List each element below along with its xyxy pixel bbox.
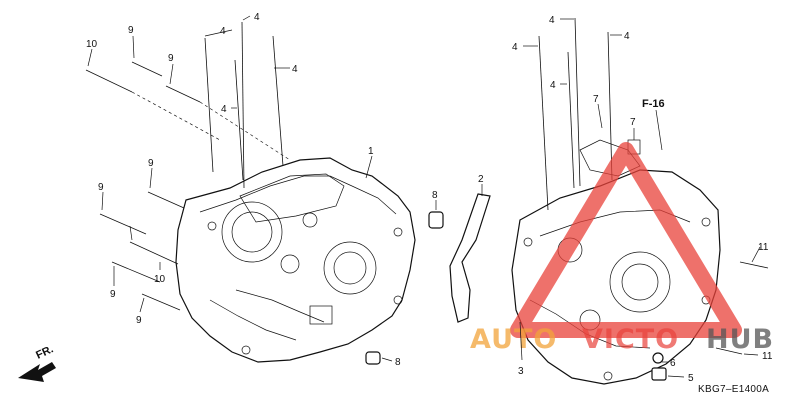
autovictohub-watermark: AUTO VICTO HUB (470, 142, 774, 355)
label-stud-4-d: 4 (221, 104, 227, 115)
front-direction-arrow (18, 362, 56, 382)
label-stud-4-g: 4 (624, 31, 630, 42)
label-part-7-a: 7 (593, 94, 599, 105)
label-bolt-10-lower: 10 (154, 274, 166, 285)
label-bolt-9-e: 9 (110, 289, 116, 300)
label-bolt-9-a: 9 (128, 25, 134, 36)
left-studs (204, 21, 284, 189)
right-bolts (651, 261, 769, 381)
label-right-crankcase-3: 3 (518, 366, 524, 377)
watermark-text-mid: VICTO (582, 324, 679, 355)
label-stud-4-b: 4 (220, 26, 226, 37)
left-bolts (85, 61, 291, 311)
part-labels: 10 9 9 9 9 10 9 9 4 4 4 4 1 8 8 2 3 4 4 … (34, 12, 773, 395)
right-studs (538, 17, 613, 211)
label-bolt-10-upper: 10 (86, 39, 98, 50)
label-gasket-2: 2 (478, 174, 484, 185)
label-washer-6: 6 (670, 358, 676, 369)
dowel-pin-lower (365, 351, 381, 365)
label-dowel-8-upper: 8 (432, 190, 438, 201)
label-part-7-b: 7 (630, 117, 636, 128)
label-stud-4-f: 4 (512, 42, 518, 53)
crankcase-gasket (449, 193, 491, 323)
label-bolt-9-d: 9 (98, 182, 104, 193)
watermark-text-right: HUB (706, 324, 774, 355)
label-stud-4-a: 4 (254, 12, 260, 23)
label-bolt-9-b: 9 (168, 53, 174, 64)
label-stud-4-e: 4 (549, 15, 555, 26)
drawing-code: KBG7–E1400A (698, 384, 769, 395)
label-bolt-11-lower: 11 (762, 351, 773, 362)
label-bolt-9-f: 9 (136, 315, 142, 326)
label-bolt-11-upper: 11 (758, 242, 769, 253)
reference-f16: F-16 (642, 98, 665, 110)
label-bolt-5: 5 (688, 373, 694, 384)
label-stud-4-h: 4 (550, 80, 556, 91)
label-left-crankcase-1: 1 (368, 146, 374, 157)
watermark-text-left: AUTO (470, 324, 557, 355)
label-stud-4-c: 4 (292, 64, 298, 75)
dowel-pin-upper (428, 211, 444, 229)
label-bolt-9-c: 9 (148, 158, 154, 169)
label-dowel-8-lower: 8 (395, 357, 401, 368)
front-direction-label: FR. (34, 343, 55, 361)
leader-lines (87, 15, 761, 378)
left-crankcase (175, 157, 416, 363)
